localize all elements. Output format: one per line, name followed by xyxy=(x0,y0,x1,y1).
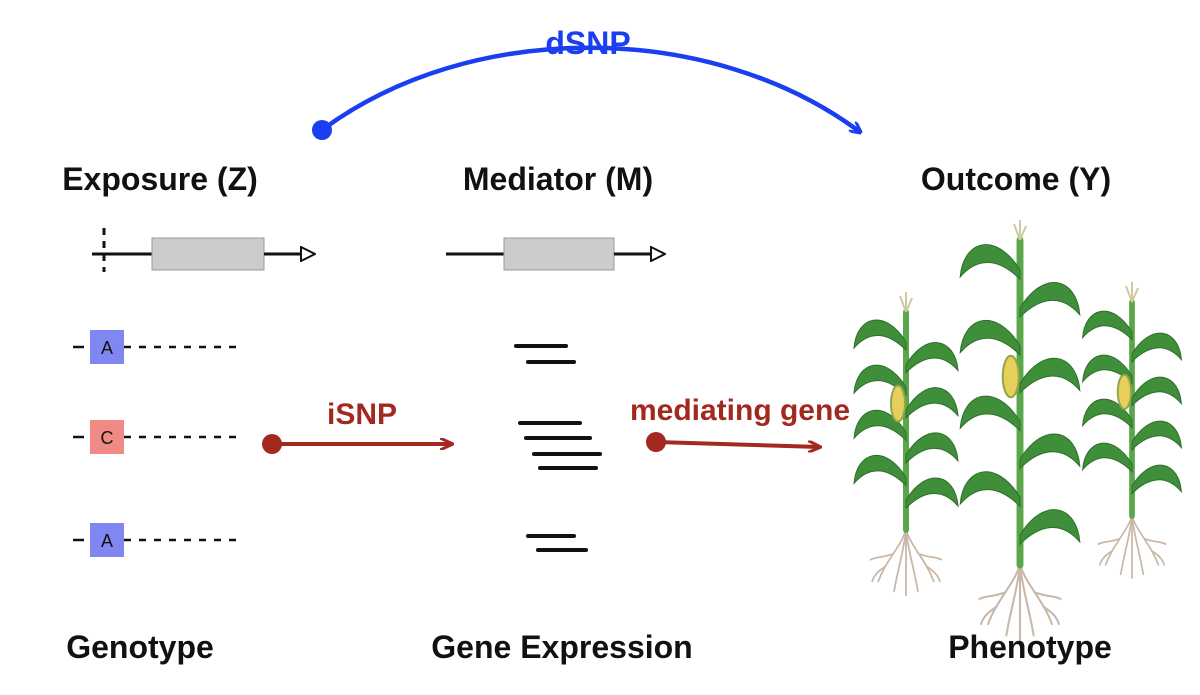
maize-plant-icon xyxy=(853,292,959,596)
allele-box xyxy=(90,420,124,454)
mediating-gene-start-dot xyxy=(646,432,666,452)
outcome-header: Outcome (Y) xyxy=(921,161,1111,197)
genotype-allele-rows: A C A xyxy=(73,330,238,557)
allele-box xyxy=(90,330,124,364)
dsnp-direct-arrow xyxy=(320,45,860,132)
allele-row: C xyxy=(73,420,238,454)
mediating-gene-arrow xyxy=(655,440,820,447)
isnp-label: iSNP xyxy=(327,398,397,431)
mediator-header: Mediator (M) xyxy=(463,161,653,197)
mediator-gene-icon xyxy=(446,237,664,271)
genotype-footer: Genotype xyxy=(66,629,214,665)
dsnp-start-dot xyxy=(312,120,332,140)
exposure-gene-icon xyxy=(92,228,314,272)
allele-row: A xyxy=(73,330,238,364)
allele-box xyxy=(90,523,124,557)
phenotype-footer: Phenotype xyxy=(948,629,1112,665)
gene-expression-footer: Gene Expression xyxy=(431,629,692,665)
expression-bars xyxy=(514,344,602,552)
allele-letter: A xyxy=(101,338,113,358)
maize-plant-icon xyxy=(959,220,1081,641)
maize-plants xyxy=(853,220,1183,641)
allele-letter: A xyxy=(101,531,113,551)
isnp-start-dot xyxy=(262,434,282,454)
dsnp-label: dSNP xyxy=(545,25,630,61)
exposure-header: Exposure (Z) xyxy=(62,161,258,197)
allele-letter: C xyxy=(101,428,114,448)
allele-row: A xyxy=(73,523,238,557)
mediating-gene-label: mediating gene xyxy=(630,394,850,427)
maize-plant-icon xyxy=(1081,282,1183,579)
